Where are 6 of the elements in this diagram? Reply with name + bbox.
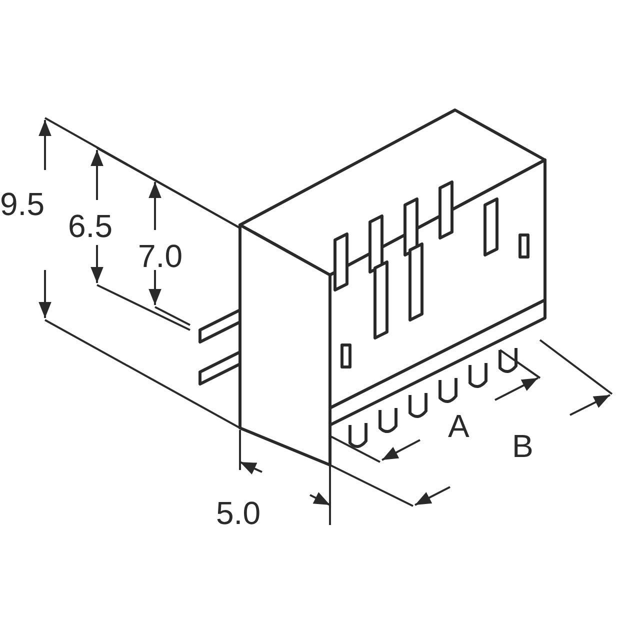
- dimension-label: B: [512, 430, 534, 462]
- dimension-label: 9.5: [0, 188, 44, 220]
- dimension-label: 5.0: [216, 497, 260, 529]
- dimension-label: 7.0: [138, 240, 182, 272]
- dimension-label: 6.5: [68, 210, 112, 242]
- dimension-label: A: [448, 410, 470, 442]
